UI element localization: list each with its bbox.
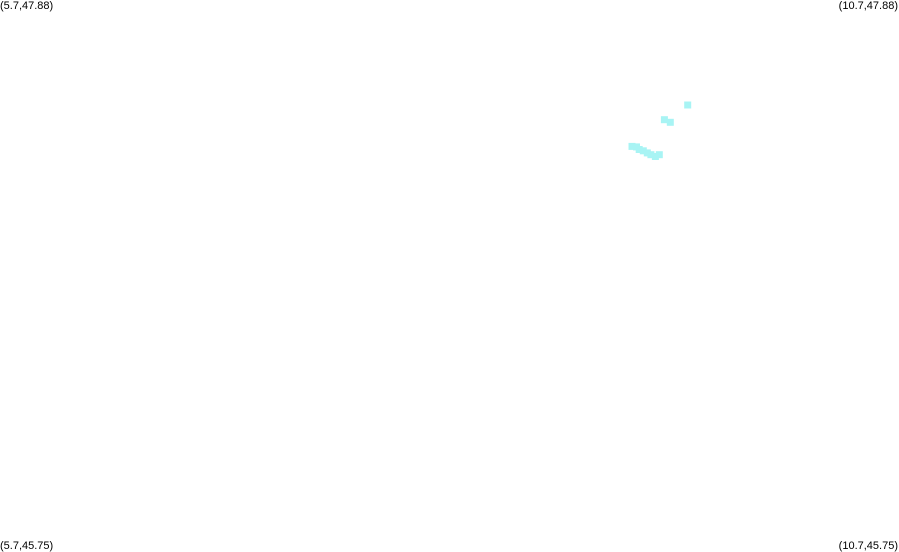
corner-label-top-left: (5.7,47.88) [0, 0, 54, 12]
map-marker-2[interactable] [660, 116, 668, 124]
corner-label-bottom-right: (10.7,45.75) [838, 540, 898, 552]
map-marker-3[interactable] [666, 118, 674, 126]
corner-label-bottom-left: (5.7,45.75) [0, 540, 54, 552]
map-marker-10[interactable] [651, 153, 659, 160]
marker-layer [628, 101, 692, 160]
map-marker-1[interactable] [684, 101, 692, 109]
corner-label-top-right: (10.7,47.88) [838, 0, 898, 12]
map-marker-4[interactable] [628, 142, 636, 150]
map-marker-11[interactable] [655, 151, 663, 159]
map-marker-8[interactable] [643, 149, 651, 157]
map-marker-9[interactable] [647, 151, 655, 159]
map-marker-6[interactable] [635, 146, 643, 153]
map-marker-7[interactable] [639, 147, 647, 155]
